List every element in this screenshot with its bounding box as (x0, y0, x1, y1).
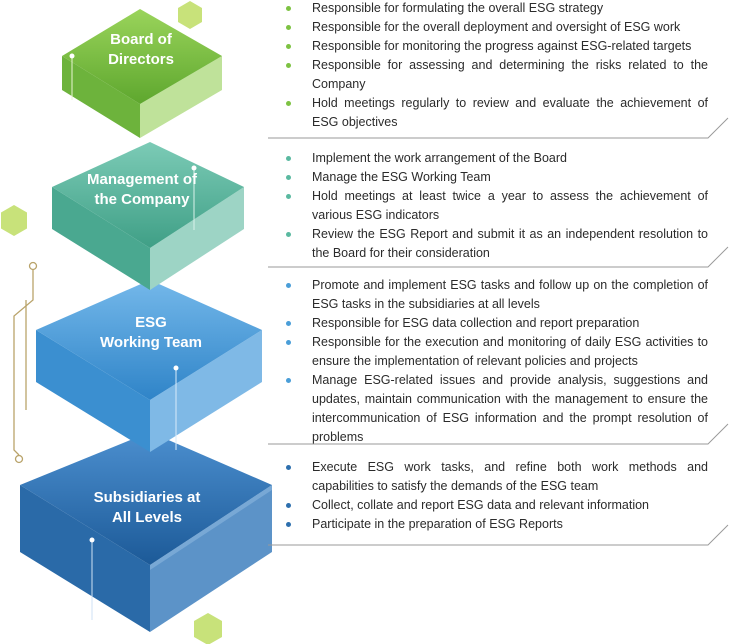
list-item: Responsible for monitoring the progress … (278, 37, 708, 56)
list-item: Responsible for assessing and determinin… (278, 56, 708, 94)
list-item: Responsible for ESG data collection and … (278, 314, 708, 333)
list-item: Manage ESG-related issues and provide an… (278, 371, 708, 447)
list-item: Implement the work arrangement of the Bo… (278, 149, 708, 168)
block-subsidiaries (20, 432, 272, 632)
esg-team-responsibilities: Promote and implement ESG tasks and foll… (278, 276, 708, 447)
hexagon-decoration-top (178, 1, 202, 29)
list-item: Responsible for formulating the overall … (278, 0, 708, 18)
management-responsibilities: Implement the work arrangement of the Bo… (278, 149, 708, 263)
list-item: Participate in the preparation of ESG Re… (278, 515, 708, 534)
list-item: Manage the ESG Working Team (278, 168, 708, 187)
subsidiaries-responsibilities: Execute ESG work tasks, and refine both … (278, 458, 708, 534)
hexagon-decoration-bottom (194, 613, 222, 644)
panel-dividers (268, 117, 729, 546)
block-management (52, 142, 244, 290)
list-item: Responsible for the execution and monito… (278, 333, 708, 371)
list-item: Execute ESG work tasks, and refine both … (278, 458, 708, 496)
list-item: Collect, collate and report ESG data and… (278, 496, 708, 515)
hexagon-decoration-left (1, 205, 27, 236)
board-title: Board of Directors (108, 31, 174, 68)
management-title: Management of the Company (86, 171, 197, 208)
glow-connectors (69, 53, 197, 620)
list-item: Hold meetings regularly to review and ev… (278, 94, 708, 132)
list-item: Review the ESG Report and submit it as a… (278, 225, 708, 263)
board-responsibilities: Responsible for formulating the overall … (278, 0, 708, 132)
circuit-line-decoration (13, 261, 38, 464)
subsidiaries-title: Subsidiaries at All Levels (93, 489, 201, 526)
list-item: Responsible for the overall deployment a… (278, 18, 708, 37)
list-item: Promote and implement ESG tasks and foll… (278, 276, 708, 314)
block-esg-working-team (36, 280, 262, 452)
block-board (62, 9, 222, 138)
list-item: Hold meetings at least twice a year to a… (278, 187, 708, 225)
esg-working-team-title: ESG Working Team (100, 314, 202, 351)
